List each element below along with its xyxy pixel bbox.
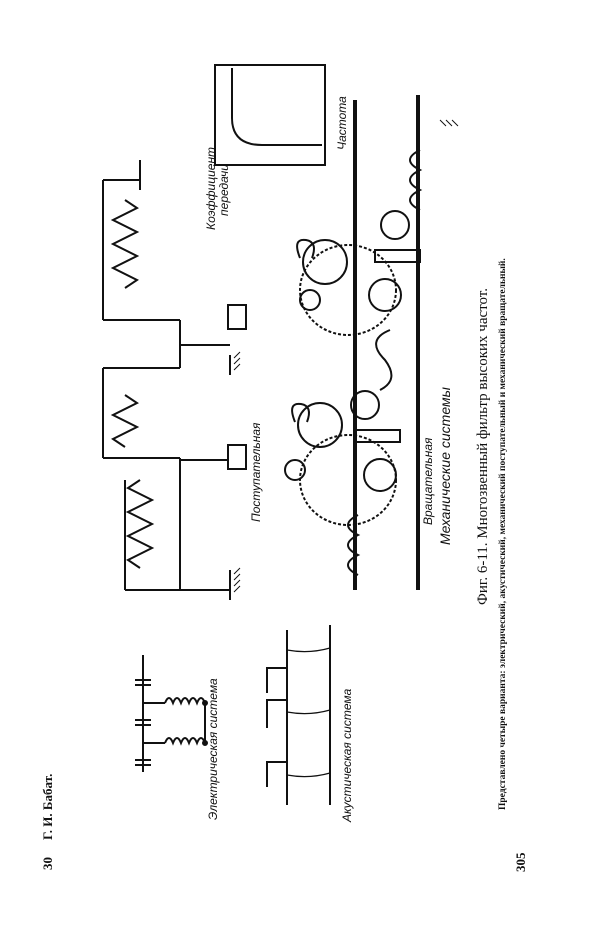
label-electric-system: Электрическая система [206,678,220,820]
page-number-left: 30 [40,857,55,870]
label-mechanical-systems: Механические системы [437,387,453,545]
figure-caption-subtitle: Представлено четыре варианта: электричес… [498,258,508,810]
label-rotational: Вращательная [421,437,435,525]
author-name: Г. И. Бабат. [40,773,55,840]
mechanical-translational-diagram [102,160,247,600]
mechanical-rotational-diagram [284,95,423,590]
label-acoustic-system: Акустическая система [340,688,354,822]
page-number-right: 305 [513,852,528,873]
figure-caption-title: Фиг. 6-11. Многозвенный фильтр высоких ч… [475,288,491,605]
electric-circuit-diagram [135,655,208,772]
label-frequency: Частота [335,96,349,150]
label-transfer-coefficient: Коэффициент передачи [204,146,231,230]
acoustic-tube-diagram [266,625,331,805]
label-translational: Поступательная [249,422,263,522]
frequency-response-graph [214,64,326,166]
